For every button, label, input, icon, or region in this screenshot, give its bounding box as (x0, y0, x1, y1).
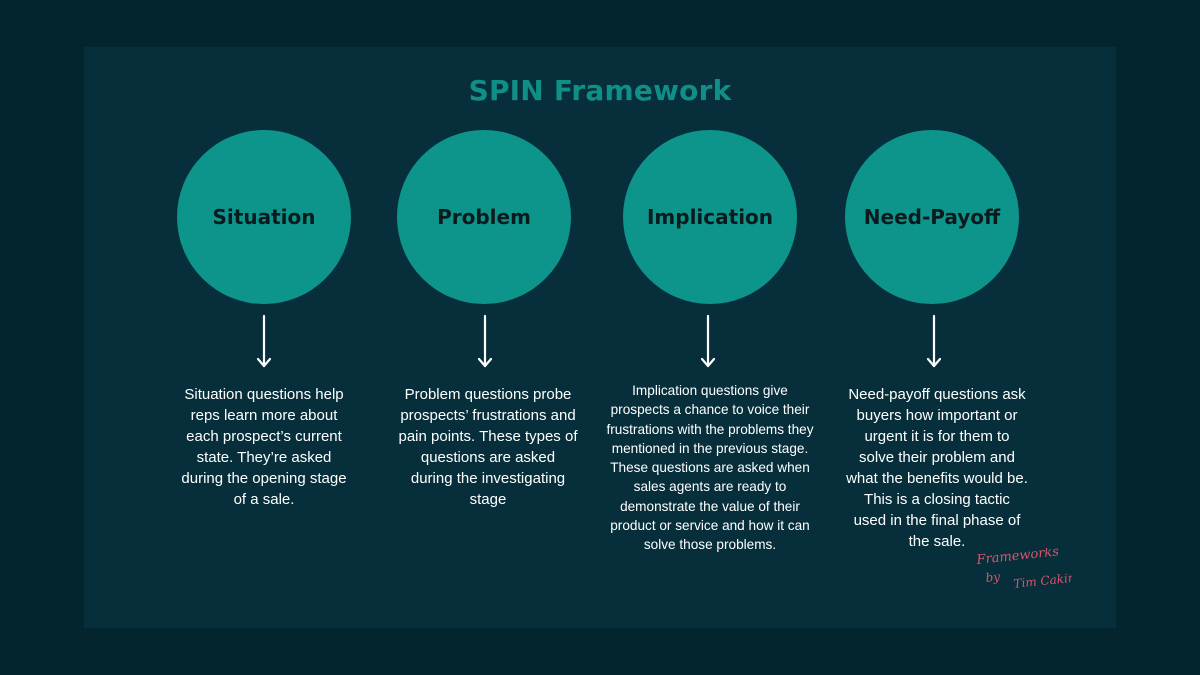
signature-line-1: Frameworks (975, 548, 1060, 568)
stage-description-need-payoff: Need-payoff questions ask buyers how imp… (846, 386, 1028, 550)
down-arrow-icon (700, 314, 716, 368)
stage-circle-implication: Implication (623, 130, 797, 304)
signature-line-3: Tim Cakir (1013, 571, 1072, 591)
stage-label: Situation (212, 205, 316, 229)
stage-label: Problem (437, 205, 531, 229)
down-arrow-icon (926, 314, 942, 368)
stage-circle-problem: Problem (397, 130, 571, 304)
stage-label: Need-Payoff (863, 205, 1001, 229)
stage-description-problem: Problem questions probe prospects’ frust… (398, 386, 578, 508)
author-signature: Frameworks by Tim Cakir (975, 548, 1072, 591)
stage-description-situation: Situation questions help reps learn more… (181, 386, 347, 508)
stage-description-implication: Implication questions give prospects a c… (606, 383, 814, 553)
down-arrow-icon (477, 314, 493, 368)
stage-circle-situation: Situation (177, 130, 351, 304)
signature-line-2: by (985, 570, 1001, 585)
down-arrow-icon (256, 314, 272, 368)
stage-circle-need-payoff: Need-Payoff (845, 130, 1019, 304)
stage-label: Implication (646, 205, 774, 229)
